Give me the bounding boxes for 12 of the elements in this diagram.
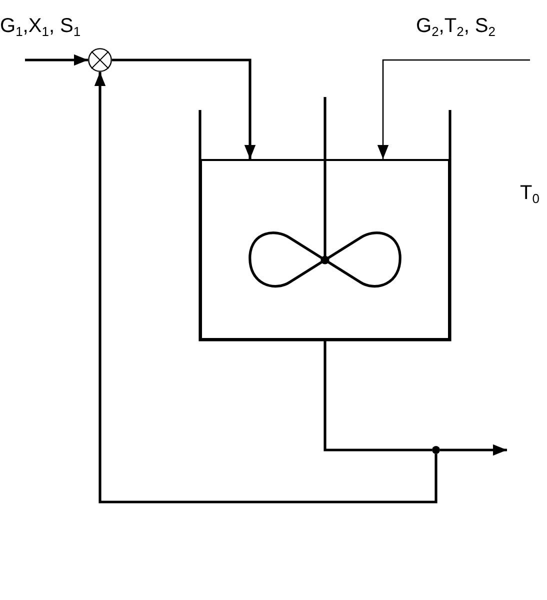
- flow-line: [324, 340, 432, 452]
- temperature-label: T$_{0}$: [520, 183, 540, 205]
- reactor-vessel: [200, 159, 450, 340]
- flow-arrow: [25, 54, 88, 66]
- mixer-symbol: [88, 48, 112, 72]
- flow-arrow: [112, 58, 256, 159]
- junction-dot: [432, 446, 440, 454]
- stream-label: G$_{2}$,T$_{2}$, S$_{2}$: [416, 16, 496, 38]
- flow-arrow: [440, 444, 507, 456]
- stream-label: G$_{1}$,X$_{1}$, S$_{1}$: [0, 16, 81, 38]
- flow-arrow: [94, 72, 438, 504]
- flow-arrow: [377, 59, 530, 159]
